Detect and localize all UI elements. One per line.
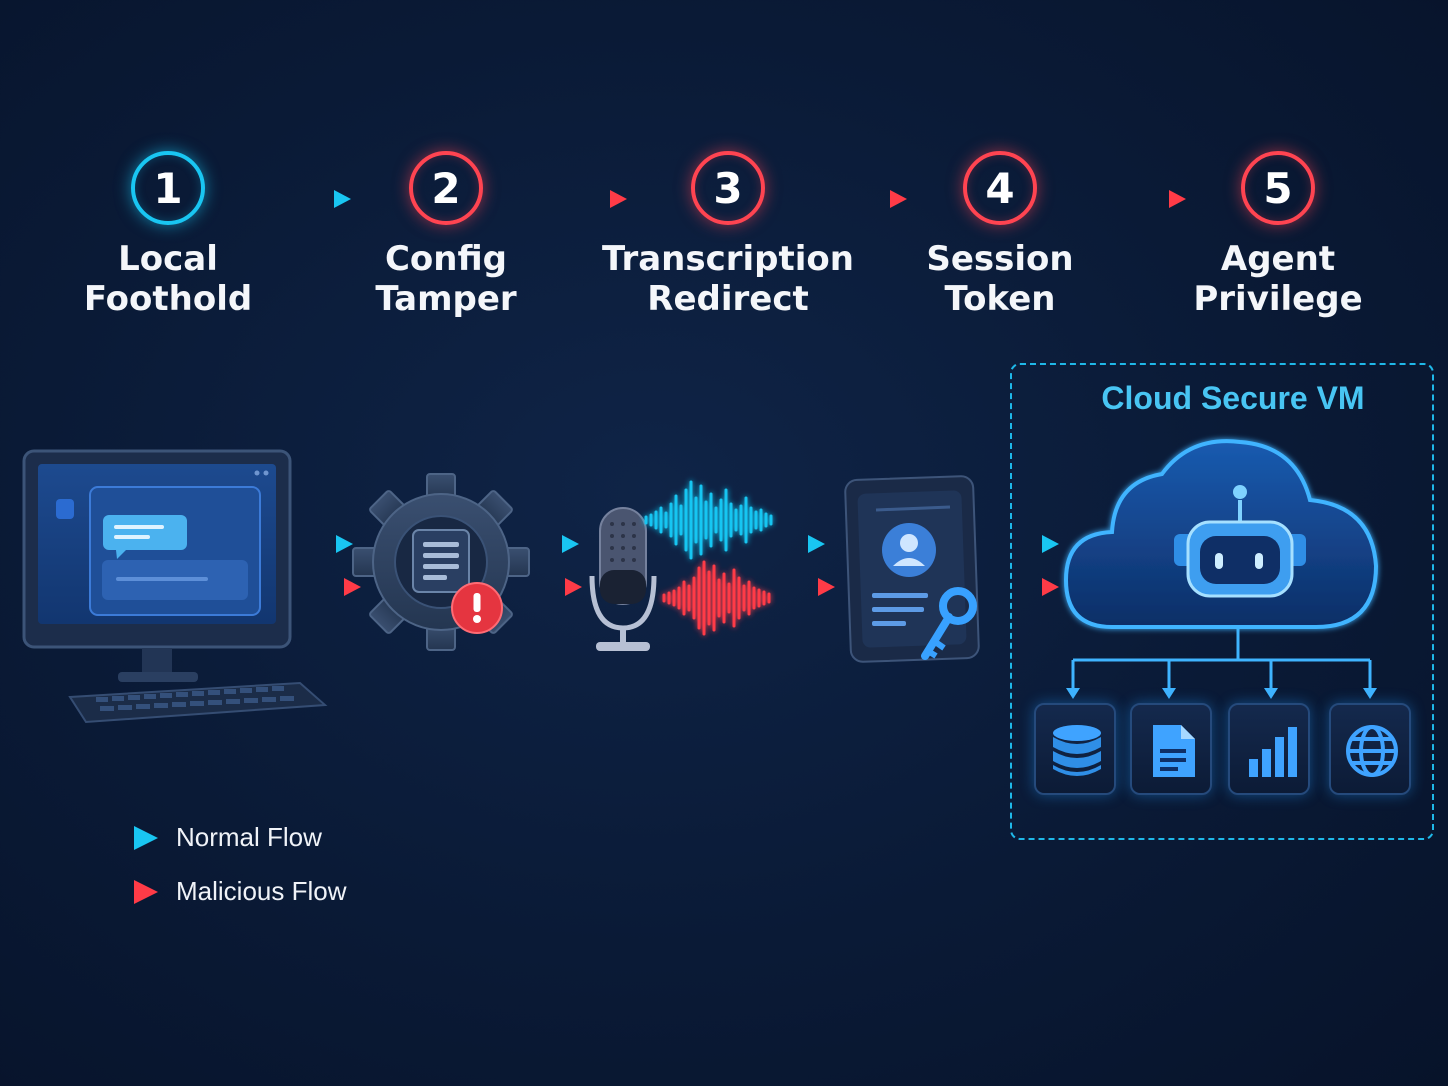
document-icon [1153, 725, 1195, 777]
step-3: 3 Transcription Redirect [596, 151, 860, 319]
globe-service-tile [1329, 703, 1411, 795]
step-arrow-2-3 [526, 190, 627, 208]
database-service-tile [1034, 703, 1116, 795]
step-2-label: Config Tamper [375, 239, 517, 319]
normal-flow-arrow-4 [978, 535, 1059, 553]
key-icon [921, 587, 977, 660]
microphone-icon [589, 507, 657, 651]
step-1-number: 1 [131, 151, 205, 225]
database-icon [1053, 725, 1101, 776]
globe-icon [1346, 725, 1398, 777]
step-5-label: Agent Privilege [1193, 239, 1363, 319]
step-3-number: 3 [691, 151, 765, 225]
cloud-secure-vm-title: Cloud Secure VM [1101, 380, 1365, 416]
warning-icon [451, 582, 503, 634]
malicious-flow-arrow-1 [292, 578, 361, 596]
normal-flow-arrow-1 [292, 535, 353, 553]
step-5-number: 5 [1241, 151, 1315, 225]
step-arrow-4-5 [1083, 190, 1186, 208]
normal-flow-arrow-3 [772, 535, 825, 553]
legend-malicious-label: Malicious Flow [176, 876, 347, 906]
malicious-flow-arrow-4 [978, 578, 1059, 596]
step-1: 1 Local Foothold [38, 151, 298, 319]
legend-normal-arrow [36, 826, 158, 850]
malicious-flow-arrow-3 [774, 578, 835, 596]
step-2: 2 Config Tamper [316, 151, 576, 319]
service-connectors [1071, 627, 1372, 690]
step-5: 5 Agent Privilege [1148, 151, 1408, 319]
normal-flow-arrow-2 [525, 535, 579, 553]
document-service-tile [1130, 703, 1212, 795]
service-connector-arrowheads [1066, 688, 1377, 699]
step-2-number: 2 [409, 151, 483, 225]
malicious-flow-arrow-2 [522, 578, 582, 596]
step-arrow-1-2 [246, 190, 351, 208]
cloud-secure-vm-boundary [1010, 363, 1434, 840]
bar-chart-icon [1249, 727, 1297, 777]
legend-normal-label: Normal Flow [176, 822, 322, 852]
desktop-computer-icon [22, 449, 328, 724]
step-1-label: Local Foothold [83, 239, 253, 319]
legend-malicious-arrow [36, 880, 158, 904]
step-4: 4 Session Token [870, 151, 1130, 319]
chart-service-tile [1228, 703, 1310, 795]
cloud-robot-icon [1063, 439, 1379, 629]
step-3-label: Transcription Redirect [602, 239, 854, 319]
audio-waveform-malicious [662, 560, 771, 636]
identity-card-icon [844, 475, 980, 663]
audio-waveform-normal [644, 480, 773, 560]
step-arrow-3-4 [804, 190, 907, 208]
step-4-number: 4 [963, 151, 1037, 225]
step-4-label: Session Token [926, 239, 1074, 319]
gear-config-icon [352, 473, 530, 651]
